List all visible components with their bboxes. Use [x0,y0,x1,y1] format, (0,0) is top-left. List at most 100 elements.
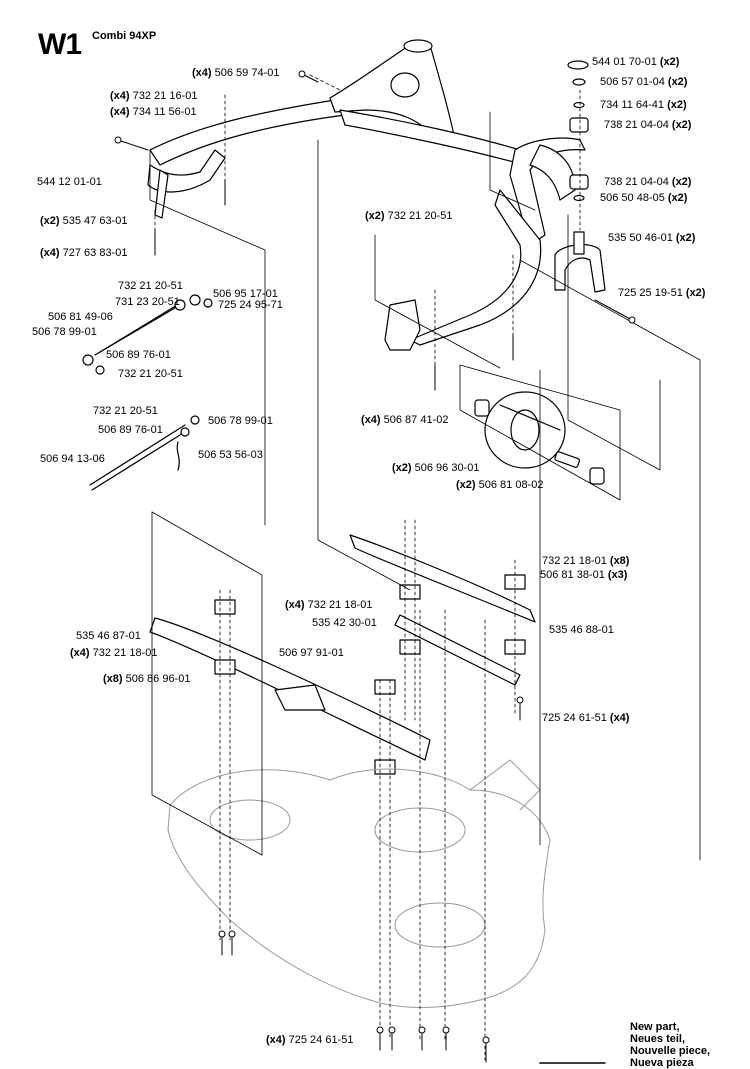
part-callout: 732 21 20-51 [118,280,183,292]
part-callout: (x2) 506 96 30-01 [392,462,479,474]
part-callout: 506 89 76-01 [98,424,163,436]
part-callout: (x4) 506 59 74-01 [192,67,279,79]
new-part-legend: New part, Neues teil, Nouvelle piece, Nu… [630,1021,710,1069]
part-callout: (x2) 506 81 08-02 [456,479,543,491]
part-quantity: (x4) [192,67,212,79]
mower-deck [167,768,551,1008]
part-callout: (x4) 506 87 41-02 [361,414,448,426]
part-number: 506 86 96-01 [125,673,191,685]
part-callout: (x4) 732 21 18-01 [285,599,372,611]
part-quantity: (x8) [609,555,630,567]
legend-line: Neues teil, [630,1033,686,1045]
part-number: 544 01 70-01 [592,56,657,68]
part-quantity: (x2) [685,287,706,299]
part-callout: (x4) 727 63 83-01 [40,247,127,259]
part-number: 506 53 56-03 [198,449,263,461]
part-number: 738 21 04-04 [604,176,669,188]
caster-fork [554,243,606,293]
part-quantity: (x2) [671,119,692,131]
part-number: 544 12 01-01 [37,176,102,188]
part-callout: 506 89 76-01 [106,349,171,361]
part-number: 506 97 91-01 [279,647,344,659]
part-quantity: (x2) [675,232,696,244]
part-number: 734 11 64-41 [600,99,665,111]
part-quantity: (x2) [671,176,692,188]
frame-right-arm [509,137,586,246]
part-callout: 725 24 95-71 [218,299,283,311]
part-number: 732 21 18-01 [542,555,607,567]
part-callout: 506 78 99-01 [208,415,273,427]
part-number: 506 89 76-01 [98,424,163,436]
part-callout: 506 95 17-01 [213,288,278,300]
part-callout: 738 21 04-04 (x2) [604,176,691,188]
part-callout: 734 11 64-41 (x2) [600,99,687,111]
legend-line: Nueva pieza [630,1057,694,1069]
part-quantity: (x8) [103,673,123,685]
part-number: 506 96 30-01 [414,462,480,474]
part-callout: 506 50 48-05 (x2) [600,192,687,204]
part-callout: 725 25 19-51 (x2) [618,287,705,299]
part-number: 506 87 41-02 [383,414,449,426]
part-quantity: (x2) [667,99,687,111]
part-callout: (x4) 732 21 16-01 [110,90,197,102]
part-number: 506 89 76-01 [106,349,171,361]
part-number: 732 21 16-01 [132,90,198,102]
part-number: 738 21 04-04 [604,119,669,131]
center-housing-ring [403,39,433,53]
part-number: 506 50 48-05 [600,192,665,204]
page-id: W1 [38,28,82,61]
part-callout: (x2) 535 47 63-01 [40,215,127,227]
part-number: 535 50 46-01 [608,232,673,244]
frame-right-lower [409,189,542,346]
part-number: 506 81 49-06 [48,311,113,323]
part-callout: 506 78 99-01 [32,326,97,338]
part-callout: 506 94 13-06 [40,453,105,465]
part-callout: (x4) 725 24 61-51 [266,1034,353,1046]
part-number: 506 94 13-06 [40,453,105,465]
part-quantity: (x4) [110,90,130,102]
part-number: 732 21 20-51 [93,405,158,417]
part-number: 506 95 17-01 [213,288,278,300]
part-callout: 731 23 20-51 [115,296,180,308]
part-quantity: (x4) [40,247,60,259]
part-number: 506 78 99-01 [32,326,97,338]
part-callout: 506 97 91-01 [279,647,344,659]
part-callout: 535 42 30-01 [312,617,377,629]
part-number: 732 21 20-51 [118,280,183,292]
part-number: 732 21 20-51 [387,210,453,222]
part-number: 731 23 20-51 [115,296,180,308]
part-number: 506 81 08-02 [478,479,544,491]
part-callout: (x8) 506 86 96-01 [103,673,190,685]
part-quantity: (x2) [40,215,60,227]
part-callout: 535 46 87-01 [76,630,141,642]
part-quantity: (x2) [365,210,385,222]
part-number: 506 78 99-01 [208,415,273,427]
part-number: 506 59 74-01 [214,67,280,79]
part-quantity: (x3) [607,569,628,581]
part-number: 506 81 38-01 [540,569,605,581]
linkage-rod-lower [89,424,186,486]
part-callout: 732 21 20-51 [93,405,158,417]
part-callout: 506 57 01-04 (x2) [600,76,687,88]
part-callout: (x2) 732 21 20-51 [365,210,452,222]
part-callout: 535 50 46-01 (x2) [608,232,695,244]
part-number: 727 63 83-01 [62,247,128,259]
part-quantity: (x2) [392,462,412,474]
part-quantity: (x2) [667,76,688,88]
part-callout: (x4) 732 21 18-01 [70,647,157,659]
legend-line: Nouvelle piece, [630,1045,711,1057]
part-callout: 738 21 04-04 (x2) [604,119,691,131]
part-quantity: (x2) [667,192,688,204]
part-number: 732 21 20-51 [118,368,183,380]
part-callout: 506 53 56-03 [198,449,263,461]
part-number: 535 47 63-01 [62,215,128,227]
right-bracket-plate [384,299,421,351]
part-quantity: (x4) [110,106,130,118]
pedal-plate [274,684,326,711]
part-number: 725 25 19-51 [618,287,683,299]
part-callout: 544 12 01-01 [37,176,102,188]
part-callout: 725 24 61-51 (x4) [542,712,629,724]
frame-left-strut [154,169,169,219]
